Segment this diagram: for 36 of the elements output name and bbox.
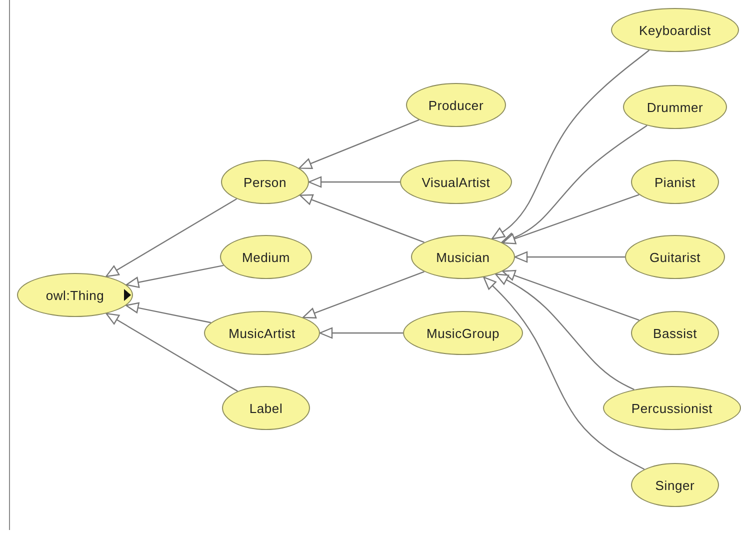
class-name: Musician <box>436 250 490 264</box>
class-name: VisualArtist <box>422 174 490 190</box>
subclass-arrow <box>501 125 648 244</box>
class-ellipse <box>17 273 133 317</box>
class-ellipse <box>221 160 309 204</box>
class-name: MusicArtist <box>228 326 296 340</box>
class-name: Singer <box>655 478 695 492</box>
class-ellipse <box>603 386 741 430</box>
class-name: Bassist <box>652 326 697 340</box>
class-name: Keyboardist <box>639 22 711 38</box>
class-name: Guitarist <box>649 250 701 264</box>
subclass-arrow <box>502 194 640 244</box>
subclass-arrow <box>126 264 224 288</box>
subclass-arrow <box>319 327 403 339</box>
class-name: Drummer <box>646 100 704 114</box>
class-name: Person <box>244 174 286 190</box>
class-name: Pianist <box>654 174 696 190</box>
subclass-arrow <box>106 312 238 392</box>
class-ellipse <box>403 311 523 355</box>
subclass-arrow <box>126 302 211 324</box>
subclass-arrow <box>298 119 420 169</box>
class-name: MusicGroup <box>426 326 500 340</box>
class-name: owl:Thing <box>46 288 104 302</box>
class-name: Percussionist <box>631 400 713 416</box>
class-name: Label <box>249 400 283 416</box>
class-name: Producer <box>428 98 484 112</box>
subclass-arrow <box>299 194 424 243</box>
subclass-arrow <box>106 198 237 278</box>
subclass-arrow <box>514 251 625 263</box>
class-name: Medium <box>242 250 290 264</box>
subclass-arrow <box>495 274 634 390</box>
subclass-arrow <box>302 271 424 318</box>
subclass-arrow <box>308 176 400 188</box>
class-ellipse <box>411 235 515 279</box>
subclass-arrow <box>492 50 650 240</box>
subclass-arrow <box>483 276 645 470</box>
